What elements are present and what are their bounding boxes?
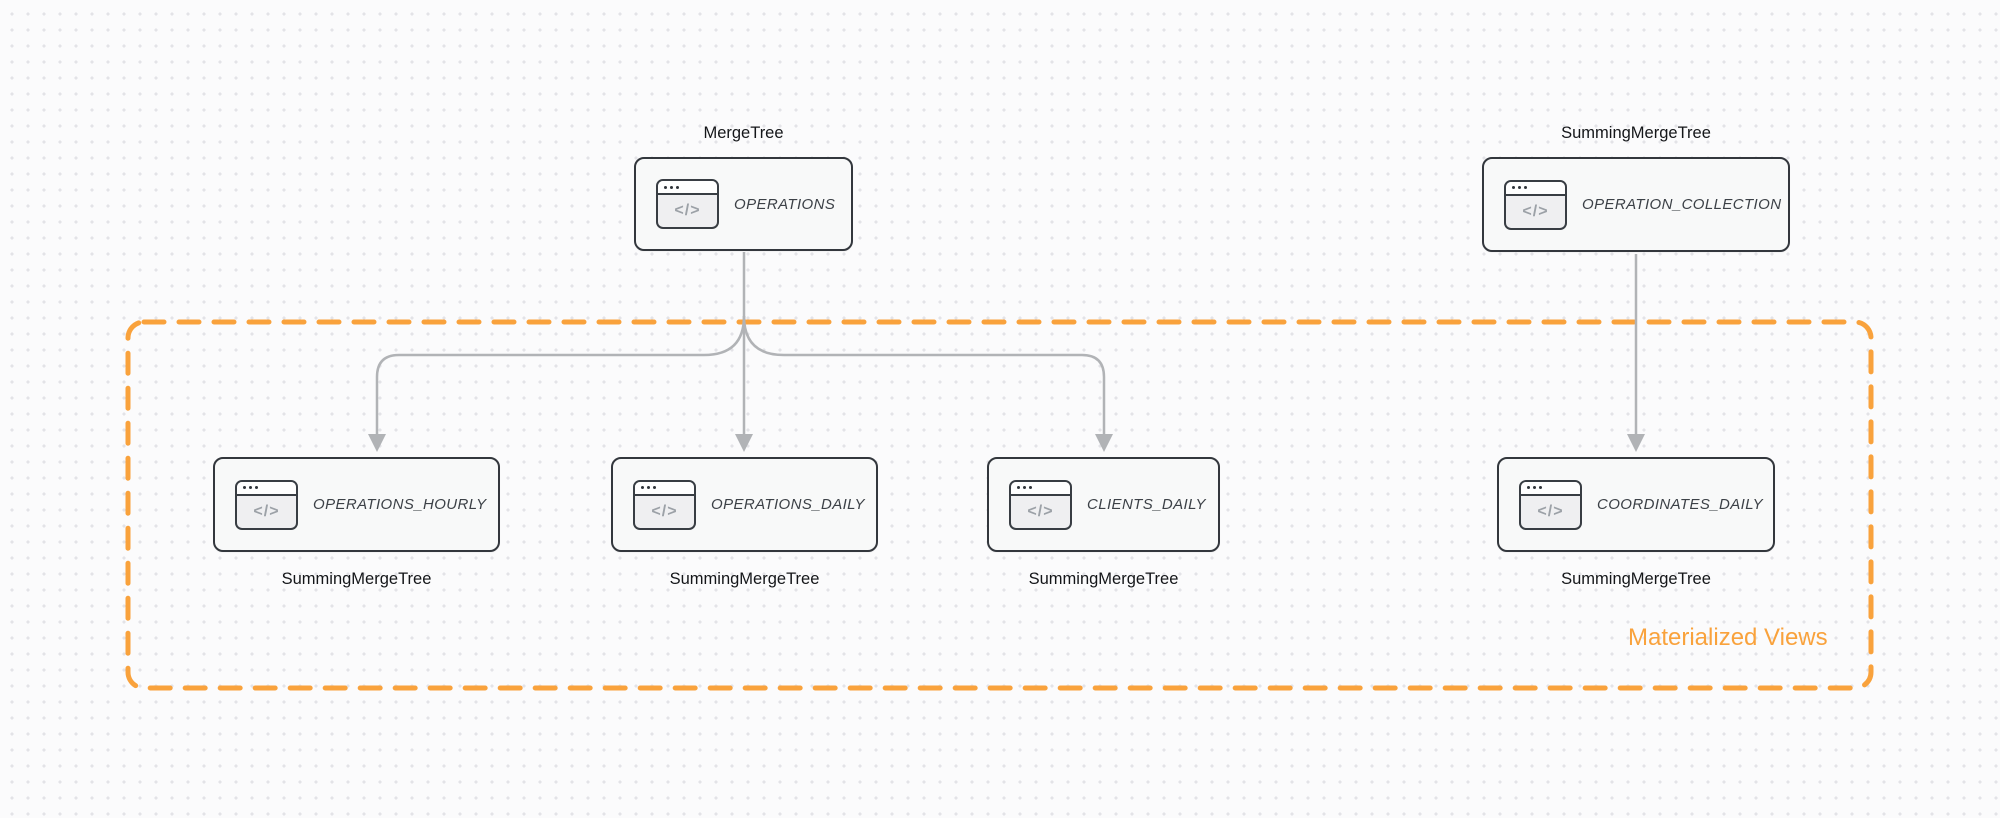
node-operation-collection[interactable]: SummingMergeTree </> OPERATION_COLLECTIO… <box>1482 124 1790 252</box>
node-operations-hourly[interactable]: </> OPERATIONS_HOURLY SummingMergeTree <box>213 457 500 588</box>
window-titlebar <box>658 181 717 195</box>
code-window-icon: </> <box>1504 179 1567 230</box>
window-titlebar <box>635 481 694 496</box>
engine-label: SummingMergeTree <box>281 570 432 588</box>
node-card[interactable]: </> CLIENTS_DAILY <box>987 457 1220 552</box>
node-title: OPERATIONS <box>734 195 836 213</box>
arrowhead-icon <box>368 434 386 452</box>
code-glyph: </> <box>1537 502 1564 520</box>
window-titlebar <box>1506 181 1565 196</box>
window-titlebar <box>1521 481 1580 496</box>
node-title: OPERATIONS_HOURLY <box>313 496 487 513</box>
node-operations[interactable]: MergeTree </> OPERATIONS <box>634 124 853 251</box>
engine-label: SummingMergeTree <box>1561 124 1711 142</box>
code-window-icon: </> <box>1519 479 1582 530</box>
node-title: CLIENTS_DAILY <box>1087 496 1206 513</box>
arrowhead-icon <box>1095 434 1113 452</box>
window-titlebar <box>1011 481 1070 496</box>
engine-label: SummingMergeTree <box>1561 570 1711 588</box>
code-glyph: </> <box>1522 202 1549 220</box>
node-title: OPERATION_COLLECTION <box>1582 196 1782 213</box>
node-card[interactable]: </> OPERATIONS_DAILY <box>611 457 878 552</box>
code-glyph: </> <box>651 502 678 520</box>
engine-label: MergeTree <box>703 124 784 142</box>
node-card[interactable]: </> OPERATIONS <box>634 157 853 251</box>
code-glyph: </> <box>1027 502 1054 520</box>
materialized-views-group-label: Materialized Views <box>1628 624 1828 651</box>
code-window-icon: </> <box>1009 479 1072 530</box>
window-titlebar <box>237 481 296 496</box>
arrowhead-icon <box>735 434 753 452</box>
engine-label: SummingMergeTree <box>1028 570 1179 588</box>
node-title: COORDINATES_DAILY <box>1597 496 1764 513</box>
code-glyph: </> <box>674 202 701 219</box>
code-window-icon: </> <box>633 479 696 530</box>
edge-operations-to-clients-daily <box>742 315 1106 436</box>
node-card[interactable]: </> COORDINATES_DAILY <box>1497 457 1775 552</box>
code-window-icon: </> <box>656 179 719 229</box>
arrowhead-icon <box>1627 434 1645 452</box>
node-coordinates-daily[interactable]: </> COORDINATES_DAILY SummingMergeTree <box>1497 457 1775 588</box>
edge-operations-to-operations-hourly <box>375 315 746 436</box>
code-glyph: </> <box>253 502 280 520</box>
node-operations-daily[interactable]: </> OPERATIONS_DAILY SummingMergeTree <box>611 457 878 588</box>
node-card[interactable]: </> OPERATION_COLLECTION <box>1482 157 1790 252</box>
code-window-icon: </> <box>235 479 298 530</box>
node-title: OPERATIONS_DAILY <box>711 496 865 513</box>
node-card[interactable]: </> OPERATIONS_HOURLY <box>213 457 500 552</box>
engine-label: SummingMergeTree <box>669 570 820 588</box>
node-clients-daily[interactable]: </> CLIENTS_DAILY SummingMergeTree <box>987 457 1220 588</box>
